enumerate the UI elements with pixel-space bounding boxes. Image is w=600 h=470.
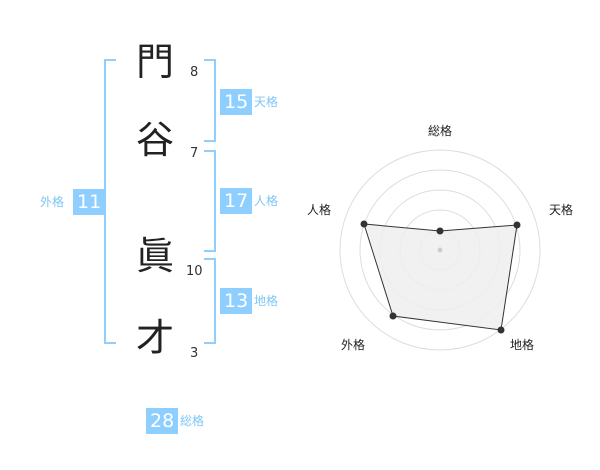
radar-label-gaikaku: 外格	[341, 338, 366, 352]
chikaku-value-badge: 13	[220, 288, 253, 314]
radar-label-jinkaku: 人格	[307, 203, 332, 217]
radar-label-tenkaku: 天格	[549, 203, 574, 217]
tenkaku-label: 天格	[254, 95, 279, 109]
chikaku-label: 地格	[254, 294, 279, 308]
radar-polygon	[363, 223, 518, 331]
name-char-4: 才	[135, 316, 174, 360]
radar-label-chikaku: 地格	[510, 338, 535, 352]
gaikaku-label: 外格	[40, 195, 65, 209]
stroke-count-4: 3	[190, 346, 199, 361]
name-char-3: 眞	[135, 234, 174, 278]
stroke-count-2: 7	[190, 146, 199, 161]
radar-ring-5	[339, 149, 541, 351]
gaikaku-value-badge: 11	[73, 189, 106, 215]
stroke-count-1: 8	[190, 65, 199, 80]
radar-point-tenkaku	[513, 221, 521, 229]
name-char-1: 門	[135, 40, 174, 84]
jinkaku-value-badge: 17	[220, 188, 253, 214]
name-char-2: 谷	[135, 118, 174, 162]
radar-center-dot	[437, 247, 443, 253]
tenkaku-value-badge: 15	[220, 89, 253, 115]
radar-point-soukaku	[436, 227, 444, 235]
stroke-count-3: 10	[186, 264, 203, 279]
radar-point-jinkaku	[360, 220, 368, 228]
tenkaku-bracket	[204, 59, 216, 142]
jinkaku-label: 人格	[254, 194, 279, 208]
jinkaku-bracket	[204, 150, 216, 252]
soukaku-label: 総格	[180, 414, 205, 428]
radar-point-chikaku	[497, 326, 505, 334]
radar-point-gaikaku	[389, 312, 397, 320]
radar-label-soukaku: 総格	[428, 124, 453, 138]
chikaku-bracket	[204, 258, 216, 344]
soukaku-value-badge: 28	[146, 408, 179, 434]
radar-ring-4	[359, 169, 521, 331]
